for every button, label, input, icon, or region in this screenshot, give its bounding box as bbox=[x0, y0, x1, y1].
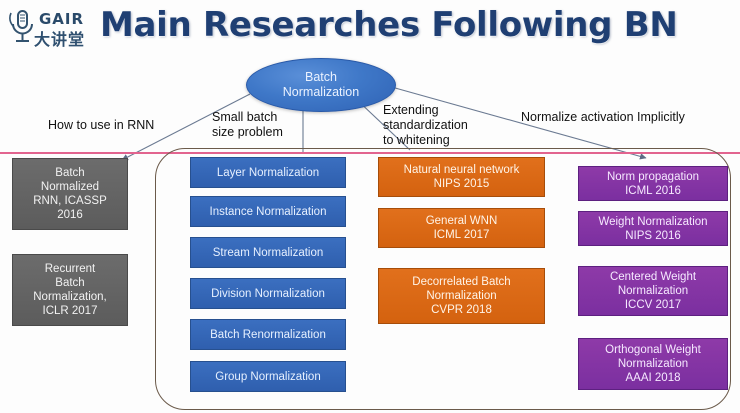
root-node-line2: Normalization bbox=[282, 85, 360, 99]
page-title: Main Researches Following BN bbox=[100, 5, 678, 45]
root-node-line1: Batch bbox=[305, 70, 337, 84]
gair-logo: GAIR 大讲堂 bbox=[6, 6, 98, 49]
logo-brand: GAIR bbox=[39, 10, 85, 28]
node-rnn-0[interactable]: Batch Normalized RNN, ICASSP 2016 bbox=[12, 158, 128, 230]
node-small-batch-5[interactable]: Group Normalization bbox=[190, 361, 346, 392]
edge-label-rnn: How to use in RNN bbox=[48, 118, 155, 132]
edge-label-whitening: Extending standardization to whitening bbox=[383, 103, 468, 147]
microphone-icon bbox=[9, 10, 33, 42]
node-small-batch-1[interactable]: Instance Normalization bbox=[190, 196, 346, 227]
node-whitening-0[interactable]: Natural neural network NIPS 2015 bbox=[378, 157, 545, 197]
node-whitening-1[interactable]: General WNN ICML 2017 bbox=[378, 208, 545, 248]
node-rnn-1[interactable]: Recurrent Batch Normalization, ICLR 2017 bbox=[12, 254, 128, 326]
node-small-batch-3[interactable]: Division Normalization bbox=[190, 278, 346, 309]
root-node-batch-normalization[interactable]: Batch Normalization bbox=[246, 58, 396, 112]
node-small-batch-0[interactable]: Layer Normalization bbox=[190, 157, 346, 188]
horizontal-rule bbox=[0, 152, 740, 154]
group-outline bbox=[155, 148, 731, 410]
edge-label-small-batch: Small batch size problem bbox=[212, 110, 283, 139]
node-implicit-1[interactable]: Weight Normalization NIPS 2016 bbox=[578, 211, 728, 246]
node-small-batch-4[interactable]: Batch Renormalization bbox=[190, 319, 346, 350]
node-small-batch-2[interactable]: Stream Normalization bbox=[190, 237, 346, 268]
node-whitening-2[interactable]: Decorrelated Batch Normalization CVPR 20… bbox=[378, 268, 545, 324]
node-implicit-2[interactable]: Centered Weight Normalization ICCV 2017 bbox=[578, 266, 728, 316]
node-implicit-0[interactable]: Norm propagation ICML 2016 bbox=[578, 166, 728, 201]
edge-label-implicit: Normalize activation Implicitly bbox=[521, 110, 685, 124]
logo-subtitle: 大讲堂 bbox=[34, 30, 86, 49]
node-implicit-3[interactable]: Orthogonal Weight Normalization AAAI 201… bbox=[578, 338, 728, 390]
